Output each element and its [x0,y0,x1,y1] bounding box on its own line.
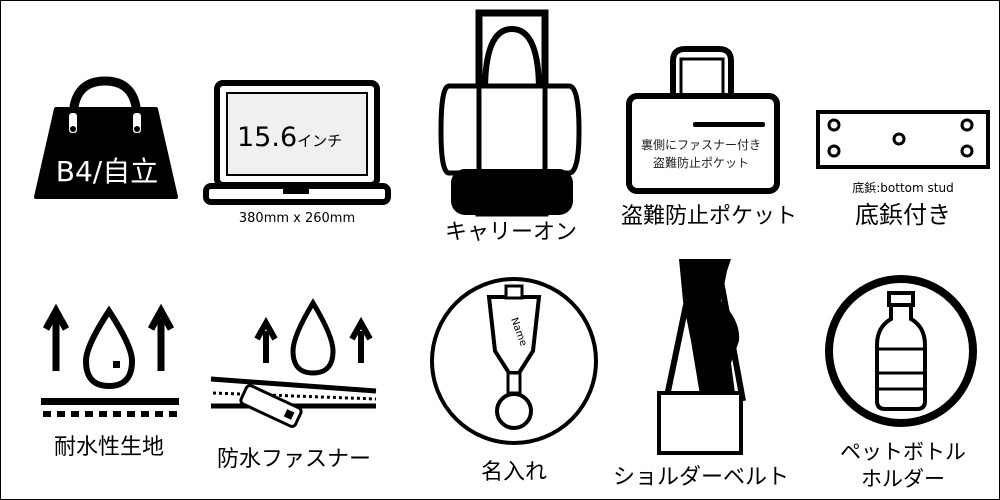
name-tag-icon: Name 名入れ [430,277,598,485]
svg-text:15.6インチ: 15.6インチ [237,122,342,153]
water-resistant-fabric-icon: 耐水性生地 [41,303,179,460]
laptop-dimensions: 380mm x 260mm [239,211,355,226]
bottle-label-line2: ホルダー [861,467,945,491]
laptop-icon: 15.6インチ 380mm x 260mm [203,80,391,226]
waterproof-zipper-icon: 防水ファスナー [210,298,377,472]
water-resistant-label: 耐水性生地 [54,435,164,460]
b4-label: B4/自立 [56,155,158,188]
shoulder-strap-icon: ショルダーベルト [613,259,789,490]
bottom-stud-icon: 底鋲:bottom stud 底鋲付き [816,110,990,229]
pocket-note-line2: 盗難防止ポケット [653,155,749,170]
tote-bag-pocket-icon: 裏側にファスナー付き 盗難防止ポケット 盗難防止ポケット [621,46,797,229]
bottle-holder-icon: ペットボトル ホルダー [825,275,977,491]
suitcase-handle-bag-icon: キャリーオン [438,9,582,245]
bottle-label-line1: ペットボトル [840,440,966,464]
pocket-label: 盗難防止ポケット [621,204,797,229]
shoulder-label: ショルダーベルト [613,465,789,490]
handbag-icon: B4/自立 [34,76,178,199]
pocket-note-line1: 裏側にファスナー付き [641,137,761,152]
laptop-size: 15.6 [237,122,297,153]
carry-on-label: キャリーオン [445,220,577,245]
stud-label: 底鋲付き [855,201,951,229]
name-label: 名入れ [481,460,547,485]
stud-note: 底鋲:bottom stud [852,180,953,195]
laptop-unit: インチ [297,132,342,150]
waterproof-zip-label: 防水ファスナー [217,447,371,472]
